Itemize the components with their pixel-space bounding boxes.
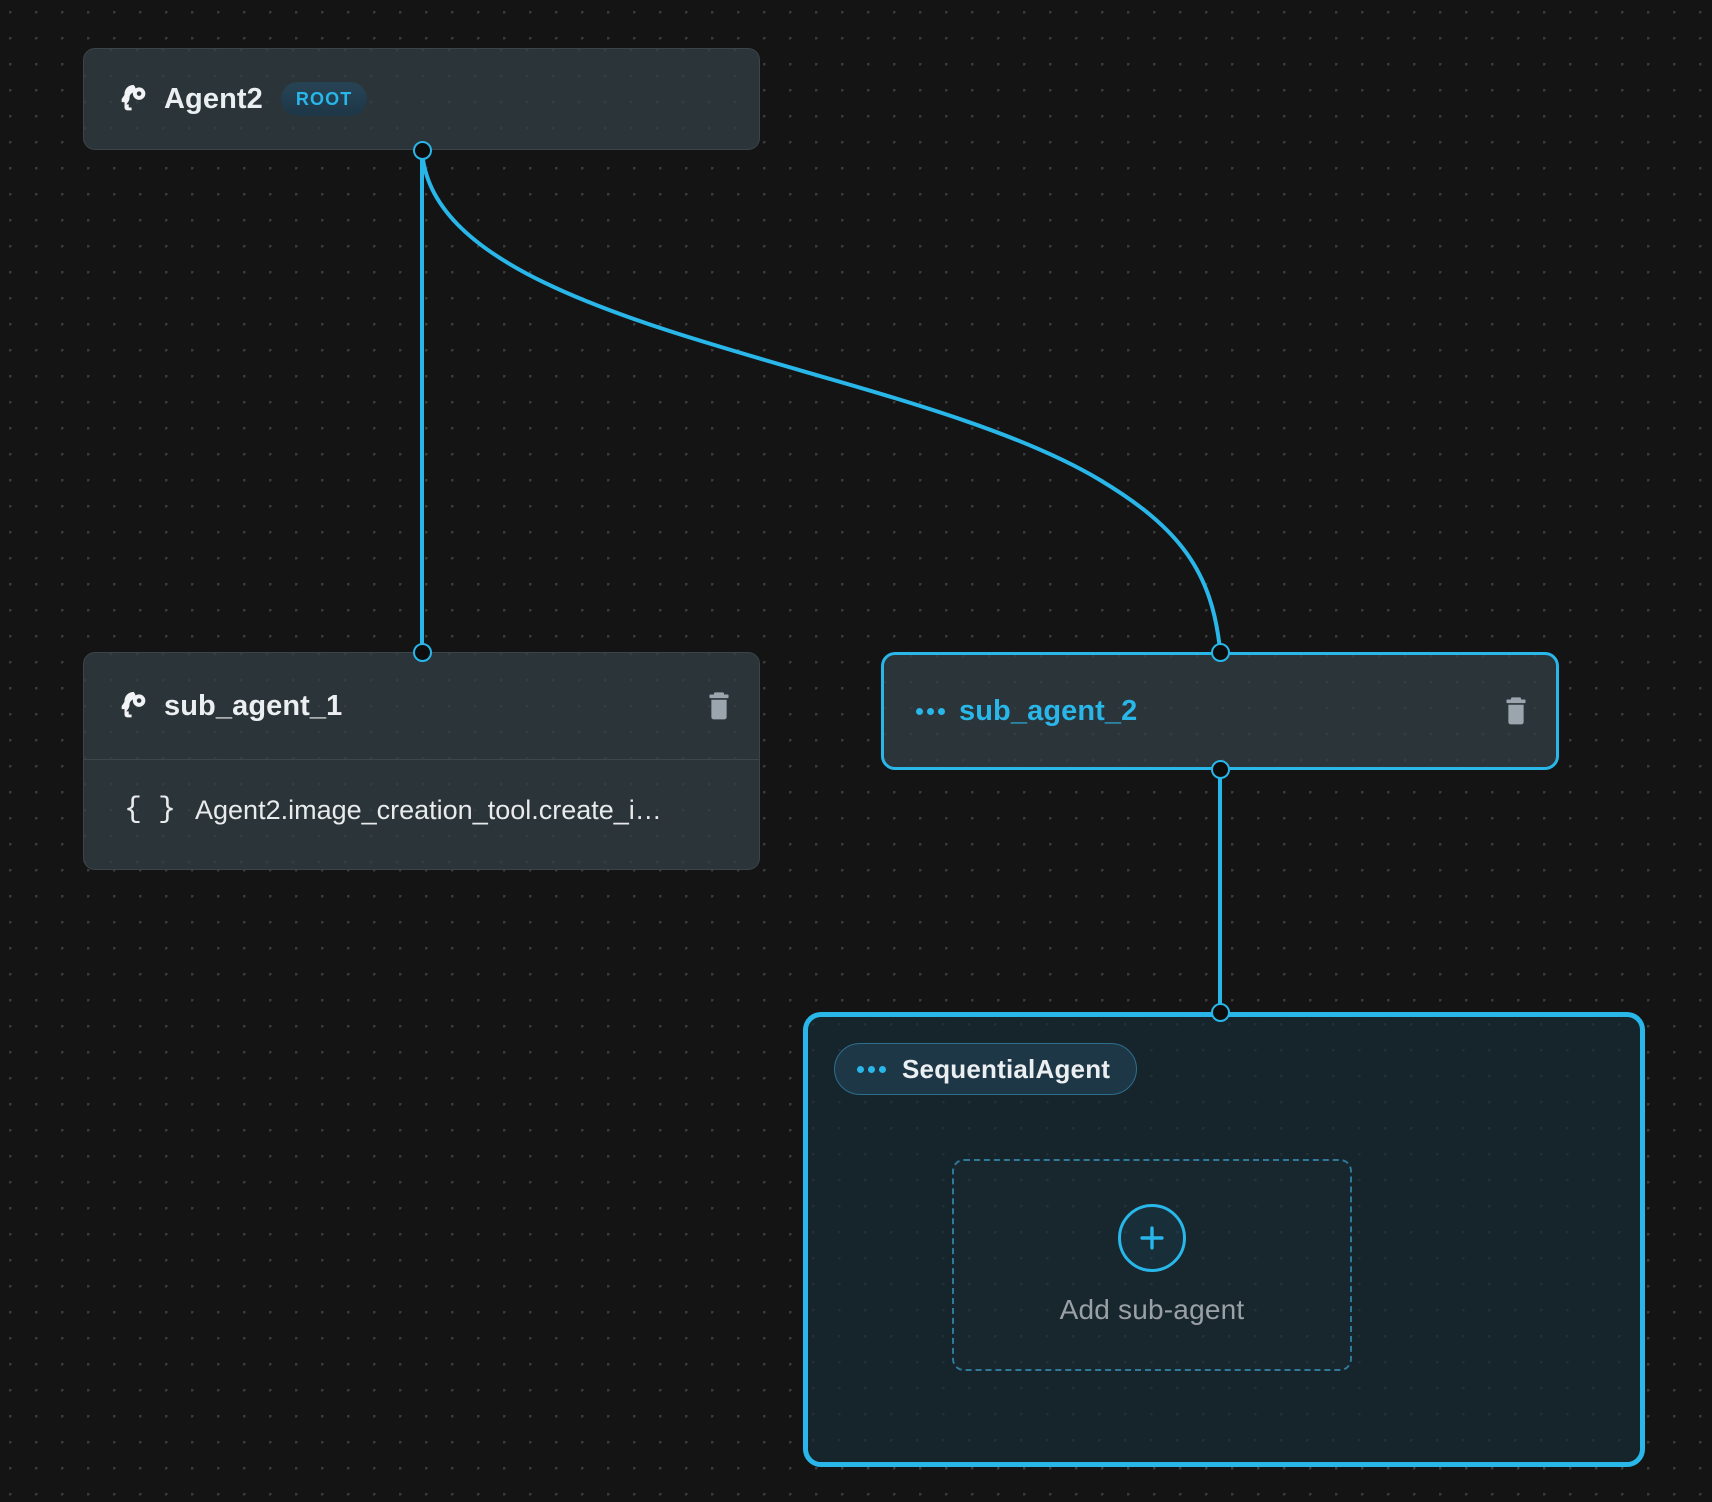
add-sub-agent-dropzone[interactable]: Add sub-agent [952, 1159, 1352, 1371]
brain-gear-icon [116, 82, 150, 116]
add-sub-agent-label: Add sub-agent [1059, 1294, 1245, 1325]
handle-agent2-source[interactable] [413, 141, 432, 160]
three-dots-icon [857, 1065, 886, 1073]
delete-sub-agent-2-trash-icon[interactable] [1502, 696, 1530, 726]
three-dots-icon [916, 707, 945, 715]
node-sub-agent-2-header: sub_agent_2 [884, 655, 1556, 767]
node-sub-agent-2-title: sub_agent_2 [959, 694, 1138, 727]
plus-circle-icon[interactable] [1118, 1204, 1186, 1272]
sequential-agent-badge-label: SequentialAgent [902, 1053, 1111, 1084]
node-sub-agent-2[interactable]: sub_agent_2 [881, 652, 1559, 770]
tool-row-0[interactable]: { } Agent2.image_creation_tool.create_i… [84, 760, 759, 860]
node-sub-agent-1-header: sub_agent_1 [84, 653, 759, 759]
sequential-agent-badge[interactable]: SequentialAgent [834, 1043, 1138, 1095]
curly-braces-icon: { } [124, 793, 176, 827]
node-sub-agent-1[interactable]: sub_agent_1 { } Agent2.image_creation_to… [83, 652, 760, 870]
delete-sub-agent-1-trash-icon[interactable] [705, 691, 733, 721]
node-sub-agent-1-title: sub_agent_1 [164, 689, 343, 722]
tool-label: Agent2.image_creation_tool.create_i… [195, 794, 662, 825]
brain-gear-icon [116, 689, 150, 723]
handle-sub-agent-2-source[interactable] [1211, 760, 1230, 779]
handle-sub-agent-2-target[interactable] [1211, 643, 1230, 662]
node-agent2-title: Agent2 [164, 82, 263, 115]
handle-sequential-agent-target[interactable] [1211, 1003, 1230, 1022]
node-agent2[interactable]: Agent2 ROOT [83, 48, 760, 150]
node-divider [84, 759, 759, 760]
node-agent2-header: Agent2 ROOT [84, 49, 759, 149]
root-badge: ROOT [280, 82, 368, 116]
handle-sub-agent-1-target[interactable] [413, 643, 432, 662]
sequential-agent-container[interactable]: SequentialAgent Add sub-agent [803, 1012, 1645, 1467]
